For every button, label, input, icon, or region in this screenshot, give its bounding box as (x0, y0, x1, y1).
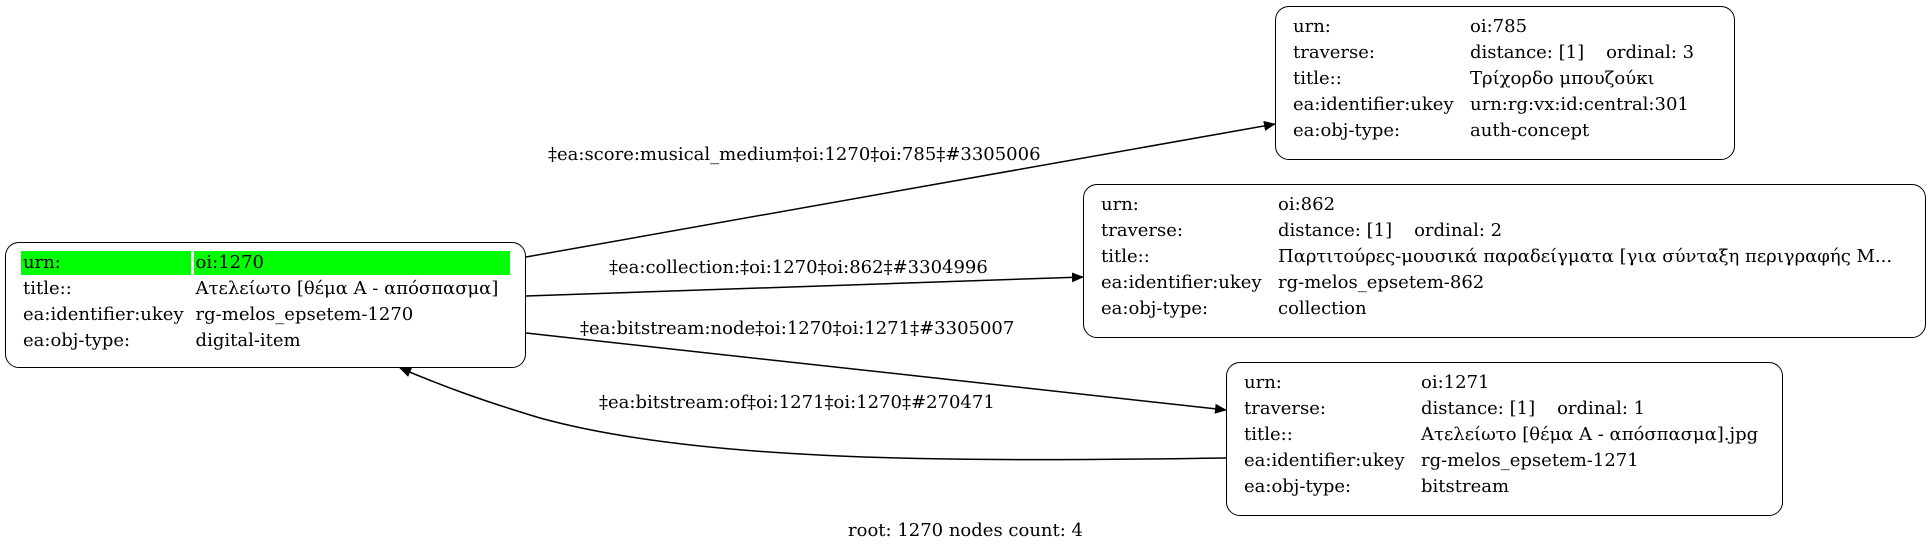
title-value: Τρίχορδο μπουζούκι (1470, 68, 1655, 89)
traverse-row: traverse: distance: [1] ordinal: 2 (1099, 219, 1896, 243)
distance: distance: [1] (1278, 220, 1393, 241)
edge-label-bitstream-node: ‡ea:bitstream:node‡oi:1270‡oi:1271‡#3305… (580, 318, 1015, 339)
urn-value: oi:1271 (1421, 372, 1490, 393)
urn-key: urn: (1293, 16, 1331, 37)
traverse-value: distance: [1] ordinal: 3 (1468, 41, 1698, 65)
ordinal: ordinal: 3 (1606, 42, 1695, 63)
obj-type-key: ea:obj-type: (1293, 120, 1401, 141)
node-oi-862[interactable]: urn: oi:862 traverse: distance: [1] ordin… (1083, 184, 1926, 338)
obj-type-value: digital-item (195, 330, 301, 351)
urn-key: urn: (1101, 194, 1139, 215)
title-key: title:: (1101, 246, 1150, 267)
ukey-key: ea:identifier:ukey (23, 304, 184, 325)
ukey-value: rg-melos_epsetem-1270 (195, 304, 414, 325)
traverse-key: traverse: (1101, 220, 1183, 241)
edge-collection (525, 272, 1084, 297)
urn-row: urn: oi:1270 (21, 251, 510, 275)
obj-type-row: ea:obj-type: auth-concept (1291, 119, 1698, 143)
traverse-key: traverse: (1293, 42, 1375, 63)
traverse-row: traverse: distance: [1] ordinal: 3 (1291, 41, 1698, 65)
obj-type-key: ea:obj-type: (1244, 476, 1352, 497)
obj-type-value: bitstream (1421, 476, 1510, 497)
ukey-value: rg-melos_epsetem-1271 (1421, 450, 1639, 471)
node-oi-785-table: urn: oi:785 traverse: distance: [1] ordin… (1288, 13, 1701, 145)
edge-label-bitstream-of: ‡ea:bitstream:of‡oi:1271‡oi:1270‡#270471 (599, 392, 995, 413)
obj-type-key: ea:obj-type: (23, 330, 131, 351)
urn-row: urn: oi:1271 (1242, 371, 1762, 395)
edge-score-musical-medium (525, 121, 1276, 258)
graph-caption: root: 1270 nodes count: 4 (848, 520, 1083, 541)
obj-type-value: collection (1278, 298, 1367, 319)
edge-bitstream-node (525, 332, 1227, 414)
edge-label-collection: ‡ea:collection:‡oi:1270‡oi:862‡#3304996 (609, 257, 988, 278)
ukey-key: ea:identifier:ukey (1244, 450, 1405, 471)
obj-type-row: ea:obj-type: collection (1099, 297, 1896, 321)
node-oi-862-table: urn: oi:862 traverse: distance: [1] ordin… (1096, 191, 1899, 323)
obj-type-key: ea:obj-type: (1101, 298, 1209, 319)
edge-bitstream-of (399, 367, 1227, 461)
title-row: title:: Τρίχορδο μπουζούκι (1291, 67, 1698, 91)
node-oi-785[interactable]: urn: oi:785 traverse: distance: [1] ordin… (1275, 6, 1735, 160)
obj-type-row: ea:obj-type: bitstream (1242, 475, 1762, 499)
traverse-row: traverse: distance: [1] ordinal: 1 (1242, 397, 1762, 421)
title-row: title:: Ατελείωτο [θέμα Α - απόσπασμα] (21, 277, 510, 301)
traverse-key: traverse: (1244, 398, 1326, 419)
ukey-row: ea:identifier:ukey rg-melos_epsetem-862 (1099, 271, 1896, 295)
obj-type-value: auth-concept (1470, 120, 1590, 141)
node-oi-1271-table: urn: oi:1271 traverse: distance: [1] ordi… (1239, 369, 1765, 501)
edge-label-score: ‡ea:score:musical_medium‡oi:1270‡oi:785‡… (548, 144, 1041, 165)
ukey-value: rg-melos_epsetem-862 (1278, 272, 1485, 293)
ordinal: ordinal: 1 (1557, 398, 1646, 419)
obj-type-row: ea:obj-type: digital-item (21, 329, 510, 353)
node-oi-1270[interactable]: urn: oi:1270 title:: Ατελείωτο [θέμα Α -… (5, 242, 526, 368)
ukey-key: ea:identifier:ukey (1101, 272, 1262, 293)
urn-row: urn: oi:785 (1291, 15, 1698, 39)
ukey-row: ea:identifier:ukey rg-melos_epsetem-1270 (21, 303, 510, 327)
urn-row: urn: oi:862 (1099, 193, 1896, 217)
ukey-value: urn:rg:vx:id:central:301 (1470, 94, 1689, 115)
title-row: title:: Ατελείωτο [θέμα Α - απόσπασμα].j… (1242, 423, 1762, 447)
distance: distance: [1] (1470, 42, 1585, 63)
node-oi-1270-table: urn: oi:1270 title:: Ατελείωτο [θέμα Α -… (18, 249, 513, 355)
title-key: title:: (1244, 424, 1293, 445)
title-key: title:: (1293, 68, 1342, 89)
urn-value: oi:1270 (193, 251, 510, 275)
urn-value: oi:862 (1278, 194, 1336, 215)
distance: distance: [1] (1421, 398, 1536, 419)
title-value: Ατελείωτο [θέμα Α - απόσπασμα].jpg (1421, 424, 1759, 445)
node-oi-1271[interactable]: urn: oi:1271 traverse: distance: [1] ordi… (1226, 362, 1783, 516)
urn-value: oi:785 (1470, 16, 1528, 37)
title-value: Ατελείωτο [θέμα Α - απόσπασμα] (195, 278, 499, 299)
ukey-row: ea:identifier:ukey rg-melos_epsetem-1271 (1242, 449, 1762, 473)
title-row: title:: Παρτιτούρες-μουσικά παραδείγματα… (1099, 245, 1896, 269)
title-value: Παρτιτούρες-μουσικά παραδείγματα [για σύ… (1278, 246, 1893, 267)
traverse-value: distance: [1] ordinal: 2 (1276, 219, 1896, 243)
ukey-row: ea:identifier:ukey urn:rg:vx:id:central:… (1291, 93, 1698, 117)
urn-key: urn: (21, 251, 191, 275)
title-key: title:: (23, 278, 72, 299)
ukey-key: ea:identifier:ukey (1293, 94, 1454, 115)
urn-key: urn: (1244, 372, 1282, 393)
ordinal: ordinal: 2 (1414, 220, 1503, 241)
traverse-value: distance: [1] ordinal: 1 (1419, 397, 1762, 421)
